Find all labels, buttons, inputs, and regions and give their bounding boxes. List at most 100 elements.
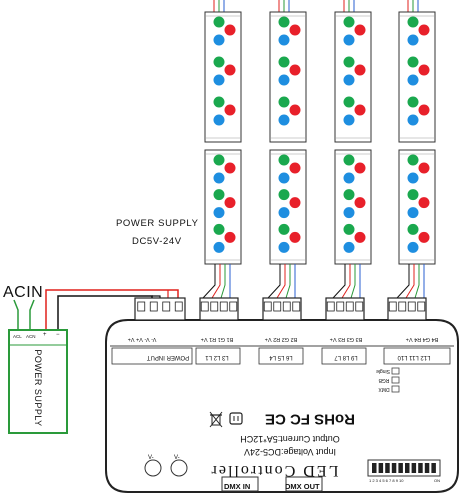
indicator-led-2 (170, 459, 188, 477)
led-dot-blue (407, 207, 419, 219)
strip-output-wire (267, 264, 281, 299)
terminal-screw (137, 301, 146, 312)
led-dot-blue (278, 207, 290, 219)
led-dot-green (278, 96, 290, 108)
led-dot-blue (213, 114, 225, 126)
led-dot-green (213, 96, 225, 108)
plus-terminal-label: + (43, 332, 47, 338)
certification-marks: RoHS FC CE (265, 410, 355, 428)
mode-box-dmx (391, 385, 400, 393)
led-dot-red (224, 197, 236, 209)
led-dot-blue (407, 74, 419, 86)
led-dot-green (343, 16, 355, 28)
port-label-1: L3 L2 L1 (205, 354, 229, 360)
ac-neutral-wire (29, 299, 35, 330)
mode-label-rgb: RGB (378, 377, 390, 383)
led-dot-red (418, 104, 430, 116)
led-dot-red (224, 64, 236, 76)
terminal-block (199, 297, 239, 321)
dmx-in-label: DMX IN (224, 482, 251, 491)
mode-label-dmx: DMX (378, 386, 390, 392)
led-mark-2: V- (174, 455, 180, 461)
led-dot-red (224, 162, 236, 174)
strip-output-wire (285, 264, 291, 299)
terminal-label-power: V- V- V+ V+ (127, 336, 157, 342)
terminal-screw (326, 301, 335, 312)
led-dot-red (418, 24, 430, 36)
led-dot-blue (213, 241, 225, 253)
dip-key (391, 463, 397, 473)
terminal-screw (229, 301, 238, 312)
terminal-screw (355, 301, 364, 312)
led-dot-red (354, 24, 366, 36)
led-dot-blue (343, 207, 355, 219)
led-dot-green (213, 223, 225, 235)
led-dot-blue (278, 34, 290, 46)
terminal-screw (210, 301, 219, 312)
led-dot-blue (213, 34, 225, 46)
acin-label: ACIN (3, 284, 44, 301)
port-label-box (195, 347, 241, 365)
weee-bin-icon (209, 411, 223, 428)
led-dot-blue (343, 34, 355, 46)
led-dot-green (278, 16, 290, 28)
terminal-screw (398, 301, 407, 312)
led-dot-green (278, 56, 290, 68)
ac-live-wire (13, 299, 19, 330)
dip-key (411, 463, 417, 473)
strip-output-wire (202, 264, 216, 299)
dc-positive-wire (45, 289, 179, 330)
led-dot-red (289, 231, 301, 243)
led-dot-red (354, 64, 366, 76)
strip-output-wire (350, 264, 356, 299)
mode-box-rgb (391, 376, 400, 384)
mode-box-single (391, 367, 400, 375)
dmx-in-port (221, 476, 259, 492)
led-dot-green (213, 16, 225, 28)
terminal-block (134, 297, 186, 321)
led-dot-red (289, 24, 301, 36)
port-label-box (321, 347, 367, 365)
led-dot-green (343, 56, 355, 68)
led-dot-red (418, 162, 430, 174)
led-dot-blue (278, 172, 290, 184)
strip-output-wire (211, 264, 221, 299)
terminal-label-1: B1 G1 R1 V+ (200, 336, 234, 342)
port-label-3: L9 L8 L7 (334, 354, 358, 360)
dmx-out-label: DMX OUT (285, 482, 320, 491)
port-label-box (258, 347, 304, 365)
strip-output-wire (341, 264, 351, 299)
terminal-screw (174, 301, 183, 312)
terminal-block (262, 297, 302, 321)
mode-label-single: Single (376, 368, 390, 374)
controller-title: LED Controller (209, 462, 339, 479)
led-dot-green (213, 56, 225, 68)
minus-terminal-label: − (56, 332, 60, 338)
input-voltage-label: Input Voltage:DC5-24V (243, 447, 337, 457)
terminal-screw (388, 301, 397, 312)
led-dot-red (354, 231, 366, 243)
led-dot-red (418, 197, 430, 209)
led-dot-red (289, 104, 301, 116)
dip-key (398, 463, 403, 473)
voltage-range-label: DC5V-24V (132, 236, 182, 247)
port-label-power: POWER INPUT (146, 354, 190, 360)
led-dot-green (213, 154, 225, 166)
led-dot-red (289, 64, 301, 76)
led-dot-red (224, 24, 236, 36)
led-dot-green (407, 16, 419, 28)
led-dot-blue (213, 74, 225, 86)
led-dot-red (224, 231, 236, 243)
acl-terminal-label: ACL (13, 334, 22, 339)
dip-switch-on-label: ON (434, 478, 440, 483)
terminal-block (325, 297, 365, 321)
led-dot-green (213, 189, 225, 201)
led-dot-blue (278, 241, 290, 253)
dip-key (385, 463, 390, 473)
terminal-screw (162, 301, 171, 312)
terminal-screw (282, 301, 291, 312)
led-dot-blue (278, 74, 290, 86)
led-dot-blue (407, 241, 419, 253)
terminal-screw (149, 301, 158, 312)
terminal-label-4: B4 G4 R4 V+ (405, 336, 439, 342)
